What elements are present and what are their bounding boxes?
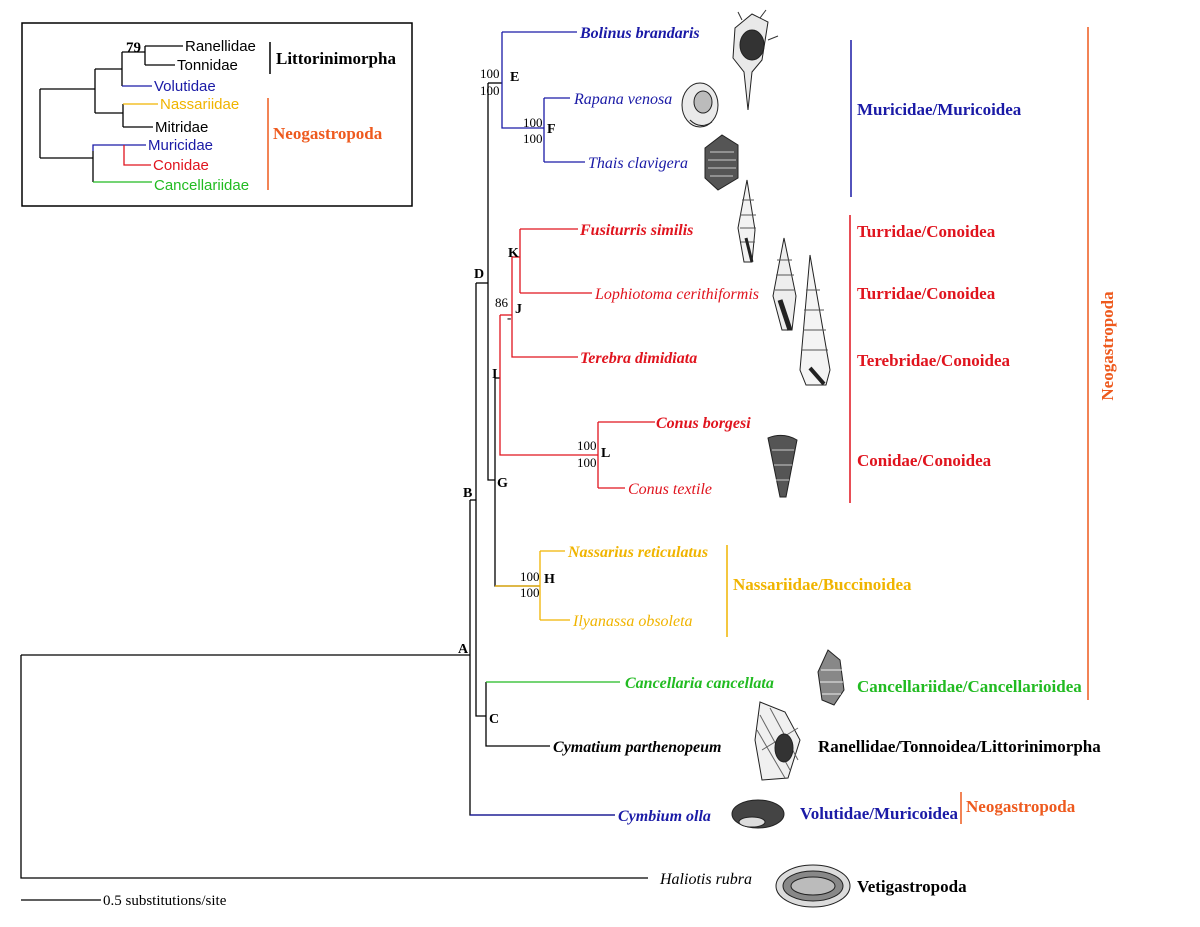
clade-label: Neogastropoda	[966, 797, 1076, 816]
bootstrap-value: 100	[480, 83, 500, 98]
clade-label: Ranellidae/Tonnoidea/Littorinimorpha	[818, 737, 1101, 756]
inset-bootstrap: 79	[126, 40, 141, 56]
shell-illustrations	[681, 9, 851, 908]
clade-label: Turridae/Conoidea	[857, 284, 996, 303]
node-label: B	[463, 486, 472, 501]
inset-group-label: Neogastropoda	[273, 124, 383, 143]
node-label: C	[489, 712, 499, 727]
clade-label: Conidae/Conoidea	[857, 451, 992, 470]
bootstrap-value: 100	[520, 585, 540, 600]
inset-frame	[21, 22, 413, 207]
node-label: G	[497, 476, 508, 491]
species-label: Haliotis rubra	[659, 871, 752, 888]
node-label: E	[510, 70, 519, 85]
species-label: Cymbium olla	[618, 808, 711, 825]
bootstrap-value: 100	[480, 66, 500, 81]
species-label: Conus textile	[628, 481, 712, 498]
node-label: J	[515, 302, 522, 317]
inset-taxon: Conidae	[153, 157, 209, 174]
species-label: Cancellaria cancellata	[625, 675, 774, 692]
bootstrap-value: 100	[520, 569, 540, 584]
bootstrap-value: 100	[577, 438, 597, 453]
lophiotoma-shell-icon	[772, 237, 797, 331]
clade-label: Nassariidae/Buccinoidea	[733, 575, 912, 594]
node-label: D	[474, 267, 484, 282]
haliotis-shell-icon	[775, 864, 851, 908]
inset-taxon: Volutidae	[154, 78, 216, 95]
fusiturris-shell-icon	[737, 179, 756, 263]
species-label: Conus borgesi	[656, 415, 751, 432]
inset-taxon: Nassariidae	[160, 96, 239, 113]
bootstrap-value: 100	[577, 455, 597, 470]
clade-annotations: Muricidae/Muricoidea Turridae/Conoidea T…	[726, 27, 1117, 896]
thais-shell-icon	[704, 134, 739, 191]
bootstrap-values: 100 100 100 100 86 - 100 100 100 100	[480, 66, 597, 600]
inset-taxon: Ranellidae	[185, 38, 256, 55]
species-label: Terebra dimidiata	[580, 350, 697, 367]
scale-bar: 0.5 substitutions/site	[21, 893, 227, 909]
node-label: A	[458, 642, 469, 657]
node-label: K	[508, 246, 519, 261]
node-label: I	[492, 367, 497, 382]
cymbium-shell-icon	[731, 799, 785, 829]
clade-label: Muricidae/Muricoidea	[857, 100, 1022, 119]
bootstrap-value: 86	[495, 295, 509, 310]
bootstrap-value: -	[507, 310, 511, 325]
clade-label: Cancellariidae/Cancellarioidea	[857, 677, 1082, 696]
bolinus-shell-icon	[732, 9, 779, 111]
species-label: Fusiturris similis	[579, 222, 693, 239]
inset-group-label: Littorinimorpha	[276, 49, 396, 68]
clade-label: Volutidae/Muricoidea	[800, 804, 959, 823]
clade-label: Turridae/Conoidea	[857, 222, 996, 241]
node-labels: A B C D E F G H I J K L	[458, 70, 610, 727]
bootstrap-value: 100	[523, 131, 543, 146]
node-label: L	[601, 446, 610, 461]
inset-taxon: Mitridae	[155, 119, 208, 136]
conus-shell-icon	[767, 434, 798, 498]
cancellaria-shell-icon	[817, 649, 845, 706]
clade-label-vertical: Neogastropoda	[1098, 291, 1117, 401]
node-label: H	[544, 572, 555, 587]
species-label: Lophiotoma cerithiformis	[594, 286, 759, 303]
rapana-shell-icon	[681, 82, 719, 128]
inset-taxon: Cancellariidae	[154, 177, 249, 194]
tree-branches	[20, 31, 655, 879]
species-label: Cymatium parthenopeum	[553, 739, 721, 756]
species-label: Ilyanassa obsoleta	[572, 613, 693, 630]
bootstrap-value: 100	[523, 115, 543, 130]
species-label: Thais clavigera	[588, 155, 688, 172]
inset-taxon: Tonnidae	[177, 57, 238, 74]
species-labels: Bolinus brandaris Rapana venosa Thais cl…	[553, 25, 774, 888]
scale-bar-label: 0.5 substitutions/site	[103, 893, 227, 909]
inset-taxon: Muricidae	[148, 137, 213, 154]
clade-label: Terebridae/Conoidea	[857, 351, 1011, 370]
clade-label: Vetigastropoda	[857, 877, 967, 896]
inset-cladogram: 79 Ranellidae Tonnidae Volutidae Nassari…	[21, 22, 413, 207]
terebra-shell-icon	[799, 254, 831, 386]
species-label: Bolinus brandaris	[579, 25, 700, 42]
cymatium-shell-icon	[754, 701, 801, 781]
species-label: Rapana venosa	[573, 91, 672, 108]
species-label: Nassarius reticulatus	[567, 544, 708, 561]
node-label: F	[547, 122, 556, 137]
